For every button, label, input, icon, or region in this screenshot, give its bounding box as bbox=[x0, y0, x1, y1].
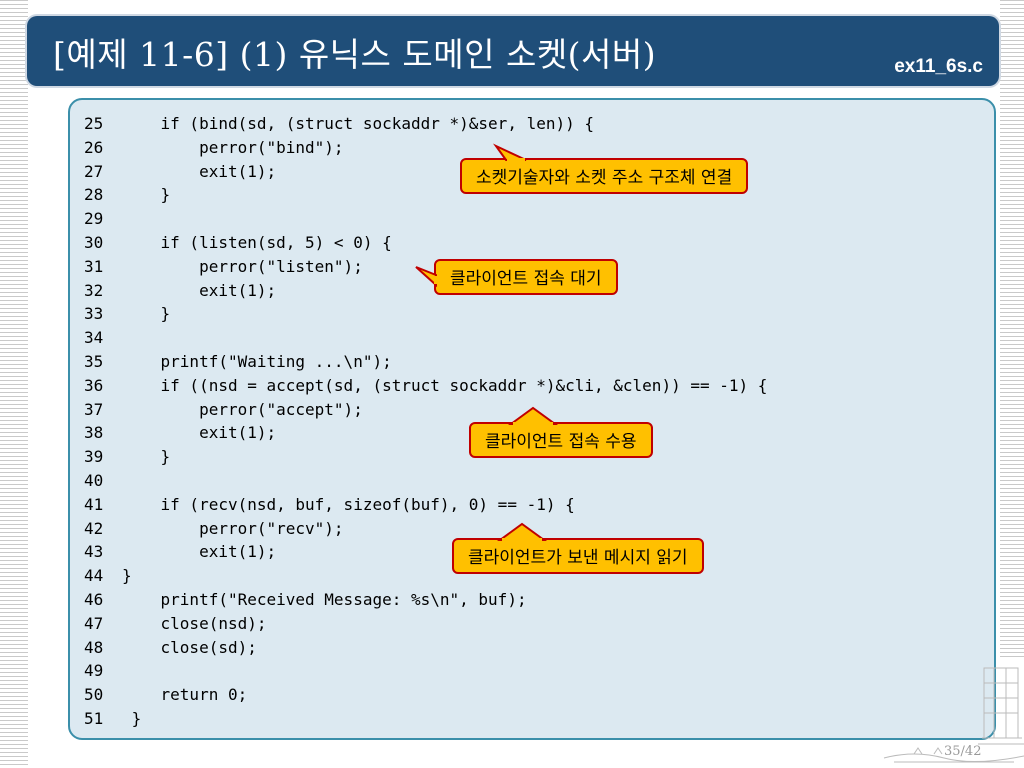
callout-accept: 클라이언트 접속 수용 bbox=[469, 406, 653, 458]
code-text: } bbox=[122, 566, 132, 586]
code-line: 38 exit(1); bbox=[84, 421, 767, 445]
code-line: 44} bbox=[84, 564, 767, 588]
line-number: 31 bbox=[84, 256, 104, 276]
code-text: perror("listen"); bbox=[122, 256, 363, 276]
line-number: 42 bbox=[84, 518, 104, 538]
code-line: 40 bbox=[84, 469, 767, 493]
code-text: } bbox=[122, 447, 171, 467]
callout-pointer bbox=[496, 522, 548, 542]
line-number: 28 bbox=[84, 185, 104, 205]
code-line: 51 } bbox=[84, 707, 767, 731]
code-text: } bbox=[122, 304, 171, 324]
code-text: printf("Received Message: %s\n", buf); bbox=[122, 589, 527, 609]
line-number: 48 bbox=[84, 637, 104, 657]
right-stripe-decoration bbox=[1000, 0, 1024, 660]
line-number: 39 bbox=[84, 447, 104, 467]
line-number: 33 bbox=[84, 304, 104, 324]
code-line: 36 if ((nsd = accept(sd, (struct sockadd… bbox=[84, 374, 767, 398]
slide-title: [예제 11-6] (1) 유닉스 도메인 소켓(서버) bbox=[53, 35, 657, 74]
code-line: 34 bbox=[84, 326, 767, 350]
callout-listen-text: 클라이언트 접속 대기 bbox=[450, 269, 602, 289]
code-line: 32 exit(1); bbox=[84, 279, 767, 303]
title-bar: [예제 11-6] (1) 유닉스 도메인 소켓(서버) ex11_6s.c bbox=[27, 16, 999, 86]
line-number: 34 bbox=[84, 328, 104, 348]
code-line: 46 printf("Received Message: %s\n", buf)… bbox=[84, 588, 767, 612]
line-number: 51 bbox=[84, 708, 104, 728]
code-line: 31 perror("listen"); bbox=[84, 255, 767, 279]
callout-recv: 클라이언트가 보낸 메시지 읽기 bbox=[452, 522, 704, 574]
line-number: 38 bbox=[84, 423, 104, 443]
code-panel: 25 if (bind(sd, (struct sockaddr *)&ser,… bbox=[68, 98, 996, 740]
page-number: 35/42 bbox=[944, 744, 982, 759]
code-text: perror("accept"); bbox=[122, 399, 363, 419]
code-text: close(nsd); bbox=[122, 613, 267, 633]
callout-recv-text: 클라이언트가 보낸 메시지 읽기 bbox=[468, 548, 688, 568]
line-number: 40 bbox=[84, 470, 104, 490]
code-line: 25 if (bind(sd, (struct sockaddr *)&ser,… bbox=[84, 112, 767, 136]
callout-accept-text: 클라이언트 접속 수용 bbox=[485, 432, 637, 452]
code-line: 28 } bbox=[84, 183, 767, 207]
line-number: 27 bbox=[84, 161, 104, 181]
callout-bind: 소켓기술자와 소켓 주소 구조체 연결 bbox=[460, 143, 749, 194]
code-line: 33 } bbox=[84, 302, 767, 326]
code-line: 35 printf("Waiting ...\n"); bbox=[84, 350, 767, 374]
code-text: } bbox=[122, 708, 142, 728]
code-text: exit(1); bbox=[122, 280, 277, 300]
code-line: 43 exit(1); bbox=[84, 540, 767, 564]
callout-pointer bbox=[415, 266, 438, 288]
line-number: 32 bbox=[84, 280, 104, 300]
line-number: 49 bbox=[84, 661, 104, 681]
line-number: 50 bbox=[84, 685, 104, 705]
code-text: exit(1); bbox=[122, 423, 277, 443]
line-number: 37 bbox=[84, 399, 104, 419]
line-number: 30 bbox=[84, 232, 104, 252]
code-line: 42 perror("recv"); bbox=[84, 517, 767, 541]
code-line: 41 if (recv(nsd, buf, sizeof(buf), 0) ==… bbox=[84, 493, 767, 517]
code-line: 27 exit(1); bbox=[84, 160, 767, 184]
callout-listen: 클라이언트 접속 대기 bbox=[415, 259, 618, 295]
building-sketch-decoration bbox=[883, 667, 1024, 763]
line-number: 44 bbox=[84, 566, 104, 586]
code-text: if (bind(sd, (struct sockaddr *)&ser, le… bbox=[122, 114, 595, 133]
line-number: 36 bbox=[84, 375, 104, 395]
code-listing: 25 if (bind(sd, (struct sockaddr *)&ser,… bbox=[84, 112, 767, 731]
code-text: return 0; bbox=[122, 685, 248, 705]
callout-pointer bbox=[507, 406, 559, 426]
code-line: 47 close(nsd); bbox=[84, 612, 767, 636]
code-line: 49 bbox=[84, 659, 767, 683]
line-number: 43 bbox=[84, 542, 104, 562]
line-number: 46 bbox=[84, 589, 104, 609]
code-line: 48 close(sd); bbox=[84, 636, 767, 660]
code-line: 26 perror("bind"); bbox=[84, 136, 767, 160]
callout-pointer bbox=[492, 143, 527, 162]
code-line: 29 bbox=[84, 207, 767, 231]
code-text: perror("recv"); bbox=[122, 518, 344, 538]
line-number: 25 bbox=[84, 114, 104, 133]
code-text: close(sd); bbox=[122, 637, 257, 657]
line-number: 47 bbox=[84, 613, 104, 633]
code-line: 50 return 0; bbox=[84, 683, 767, 707]
code-line: 39 } bbox=[84, 445, 767, 469]
code-text: if ((nsd = accept(sd, (struct sockaddr *… bbox=[122, 375, 768, 395]
code-text: if (listen(sd, 5) < 0) { bbox=[122, 232, 392, 252]
code-text: } bbox=[122, 185, 171, 205]
code-text: if (recv(nsd, buf, sizeof(buf), 0) == -1… bbox=[122, 494, 575, 514]
code-line: 37 perror("accept"); bbox=[84, 398, 767, 422]
line-number: 41 bbox=[84, 494, 104, 514]
left-stripe-decoration bbox=[0, 0, 28, 768]
code-line: 30 if (listen(sd, 5) < 0) { bbox=[84, 231, 767, 255]
line-number: 35 bbox=[84, 351, 104, 371]
callout-bind-text: 소켓기술자와 소켓 주소 구조체 연결 bbox=[476, 168, 733, 188]
line-number: 26 bbox=[84, 137, 104, 157]
code-text: perror("bind"); bbox=[122, 137, 344, 157]
line-number: 29 bbox=[84, 209, 104, 229]
source-filename: ex11_6s.c bbox=[894, 56, 983, 77]
code-text: exit(1); bbox=[122, 542, 277, 562]
code-text: printf("Waiting ...\n"); bbox=[122, 351, 392, 371]
code-text: exit(1); bbox=[122, 161, 277, 181]
